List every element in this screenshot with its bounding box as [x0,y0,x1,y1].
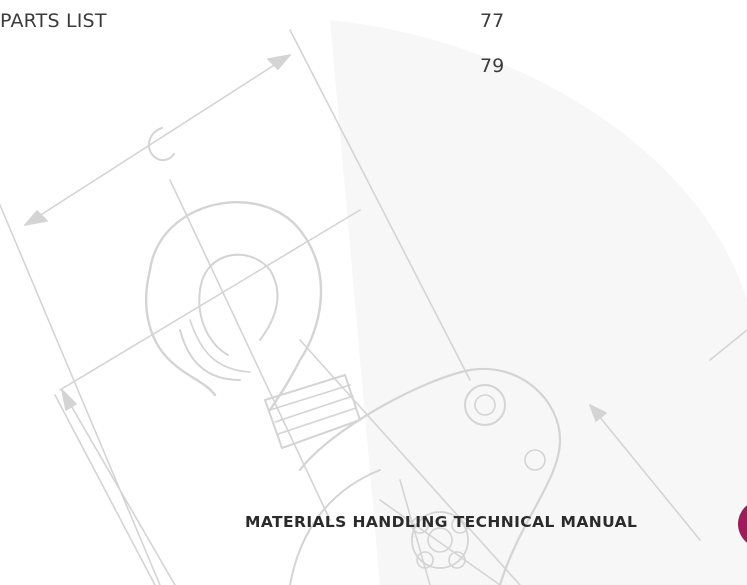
toc-page-number[interactable]: 79 [480,55,505,77]
section-tab-marker [738,500,747,548]
toc-row[interactable]: PARTS LIST 77 [0,10,747,40]
manual-footer-title: MATERIALS HANDLING TECHNICAL MANUAL [245,513,638,531]
toc-page-number[interactable]: 77 [480,10,505,32]
toc-entry-label[interactable]: PARTS LIST [0,10,107,32]
toc-row[interactable]: 79 [0,55,747,85]
